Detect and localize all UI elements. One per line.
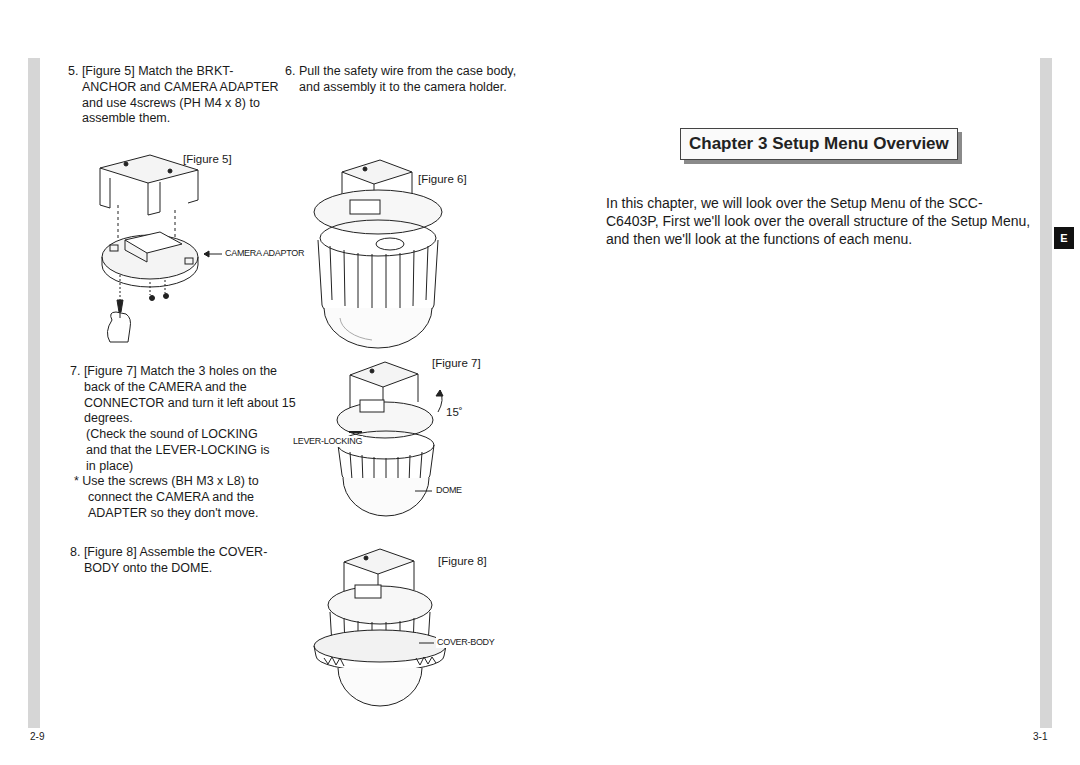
note-text: (Check the sound of LOCKING and that the… [86, 427, 276, 474]
figure-5-drawing [100, 155, 222, 342]
note-text: * Use the screws (BH M3 x L8) to connect… [74, 474, 298, 521]
step-text: 5. [Figure 5] Match the BRKT-ANCHOR and … [68, 64, 282, 127]
page-number: 3-1 [1033, 731, 1047, 743]
step-text: 7. [Figure 7] Match the 3 holes on the b… [70, 364, 298, 427]
chapter-title: Chapter 3 Setup Menu Overview [680, 128, 958, 160]
figure-caption: [Figure 8] [438, 554, 487, 568]
part-label: DOME [435, 485, 463, 496]
tab-letter: E [1060, 232, 1067, 244]
figure-8-drawing [314, 549, 446, 706]
part-label: LEVER-LOCKING [292, 436, 363, 447]
page-number: 2-9 [30, 731, 44, 743]
body-paragraph: In this chapter, we will look over the S… [606, 194, 1031, 248]
figure-caption: [Figure 7] [432, 356, 481, 370]
part-label: CAMERA ADAPTOR [224, 248, 305, 259]
figure-caption: [Figure 5] [183, 152, 232, 166]
language-tab: E [1054, 227, 1074, 249]
figure-caption: [Figure 6] [418, 172, 467, 186]
step-text: 8. [Figure 8] Assemble the COVER-BODY on… [70, 545, 284, 577]
part-label: COVER-BODY [436, 637, 496, 648]
angle-label: 15˚ [446, 405, 463, 419]
step-text: 6. Pull the safety wire from the case bo… [285, 64, 524, 96]
figure-6-drawing [314, 160, 442, 348]
